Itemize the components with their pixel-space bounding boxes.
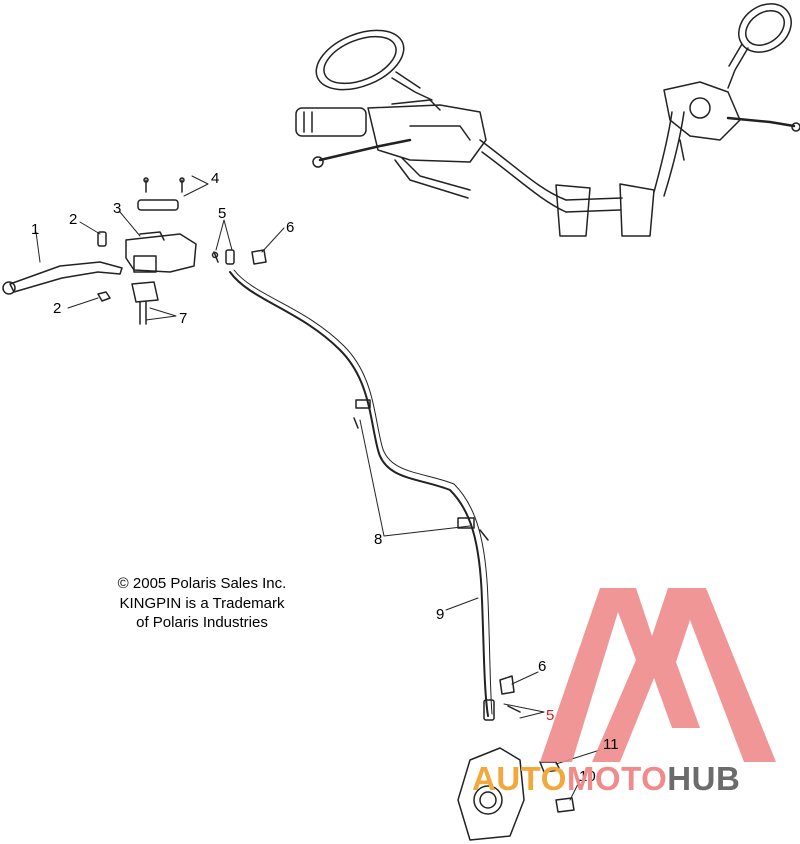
brand-auto: AUTO (472, 760, 567, 797)
callout-10: 10 (579, 768, 596, 785)
callout-8: 8 (374, 531, 383, 548)
copyright-notice: © 2005 Polaris Sales Inc. KINGPIN is a T… (100, 574, 304, 633)
callout-2-pin: 2 (69, 211, 78, 228)
callout-5-top: 5 (218, 205, 227, 222)
leader-lines (35, 175, 601, 801)
callout-6-bottom: 6 (538, 658, 547, 675)
callout-5-bottom: 5 (546, 707, 555, 724)
callout-3: 3 (113, 200, 122, 217)
callout-11: 11 (603, 736, 619, 753)
handlebar-assembly (295, 3, 800, 237)
copyright-line-2: KINGPIN is a Trademark (119, 594, 285, 612)
callout-1: 1 (31, 221, 40, 238)
callout-2-nut: 2 (53, 300, 62, 317)
brand-hub: HUB (667, 760, 741, 797)
brake-line (229, 269, 521, 721)
copyright-line-3: of Polaris Industries (136, 614, 268, 631)
copyright-line-1: © 2005 Polaris Sales Inc. (117, 575, 287, 592)
callout-9: 9 (436, 606, 445, 623)
master-cylinder-parts (2, 177, 267, 325)
watermark-brand: AUTOMOTOHUB (472, 762, 740, 795)
callout-4: 4 (211, 170, 220, 187)
brand-moto: MOTO (566, 760, 668, 797)
brake-caliper (457, 747, 575, 841)
callout-6-top: 6 (286, 219, 295, 236)
callout-7: 7 (179, 310, 188, 327)
watermark-logo (540, 588, 776, 762)
